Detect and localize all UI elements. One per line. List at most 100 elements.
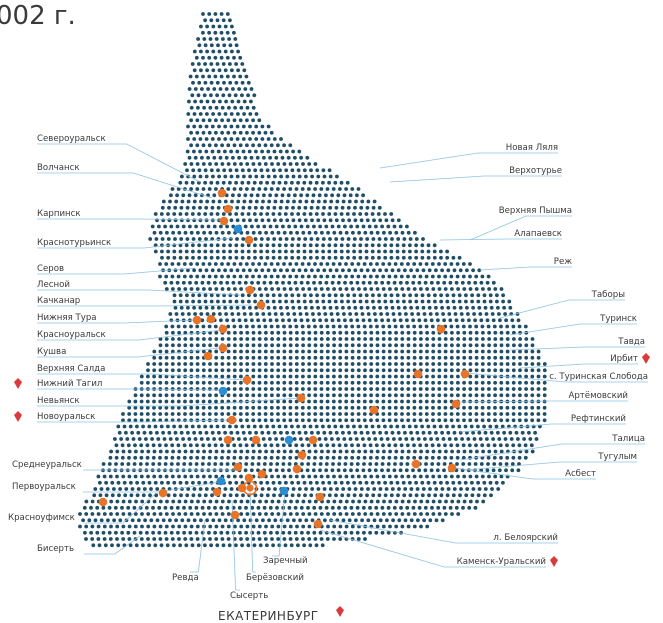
city-label[interactable]: Сысерть — [230, 591, 268, 601]
grid-dot — [307, 399, 311, 404]
capital-marker[interactable] — [242, 480, 258, 496]
city-marker[interactable] — [257, 469, 267, 479]
city-label[interactable]: Верхняя Пышма — [499, 206, 572, 216]
city-marker[interactable] — [447, 463, 457, 473]
city-label[interactable]: Каменск-Уральский — [457, 557, 546, 567]
city-marker[interactable] — [242, 375, 252, 385]
city-marker[interactable] — [227, 415, 237, 425]
grid-dot — [166, 424, 170, 429]
city-marker[interactable] — [292, 464, 302, 474]
city-label[interactable]: Ревда — [172, 573, 199, 583]
city-label[interactable]: Верхотурье — [509, 166, 562, 176]
city-marker[interactable] — [245, 285, 255, 295]
city-label[interactable]: Тугулым — [597, 452, 637, 462]
city-label[interactable]: Талица — [611, 434, 645, 444]
city-label[interactable]: Нижняя Тура — [37, 313, 97, 323]
city-marker[interactable] — [212, 487, 222, 497]
city-label[interactable]: Первоуральск — [12, 482, 76, 492]
city-marker[interactable] — [436, 324, 446, 334]
city-label[interactable]: Верхняя Салда — [37, 364, 105, 374]
capital-label[interactable]: ЕКАТЕРИНБУРГ — [218, 609, 319, 623]
city-marker[interactable] — [244, 235, 254, 245]
city-marker[interactable] — [98, 497, 108, 507]
city-marker[interactable] — [460, 369, 470, 379]
city-label[interactable]: л. Белоярский — [493, 533, 558, 543]
grid-dot — [301, 355, 305, 360]
grid-dot — [406, 524, 411, 529]
city-label[interactable]: Заречный — [263, 556, 308, 566]
city-label[interactable]: Нижний Тагил — [37, 379, 102, 389]
city-marker[interactable] — [223, 435, 233, 445]
grid-dot — [431, 380, 435, 385]
city-label[interactable]: Карпинск — [37, 209, 81, 219]
grid-dot — [338, 524, 343, 529]
city-label[interactable]: Среднеуральск — [12, 460, 82, 470]
city-label[interactable]: Серов — [37, 264, 64, 274]
city-marker[interactable] — [244, 473, 254, 483]
grid-dot — [427, 305, 432, 310]
grid-dot — [107, 505, 112, 510]
city-label[interactable]: Волчанск — [37, 163, 80, 173]
city-marker[interactable] — [230, 510, 240, 520]
city-marker[interactable] — [233, 462, 243, 472]
grid-dot — [352, 293, 357, 298]
city-marker-blue[interactable] — [279, 486, 289, 496]
city-label[interactable]: Берёзовский — [246, 573, 304, 583]
grid-dot — [434, 487, 439, 491]
city-marker[interactable] — [297, 450, 307, 460]
city-label[interactable]: Артёмовский — [568, 391, 628, 401]
grid-dot — [116, 543, 121, 548]
city-label[interactable]: Краснотурьинск — [37, 238, 111, 248]
city-marker[interactable] — [158, 488, 168, 498]
city-label[interactable]: Туринск — [599, 314, 637, 324]
city-label[interactable]: Красноуральск — [37, 330, 106, 340]
city-marker[interactable] — [313, 519, 323, 529]
grid-dot — [394, 368, 398, 373]
city-label[interactable]: Лесной — [37, 280, 70, 290]
grid-dot — [468, 412, 473, 416]
city-marker[interactable] — [218, 324, 228, 334]
city-marker[interactable] — [206, 314, 216, 324]
city-marker[interactable] — [223, 204, 233, 214]
city-marker-blue[interactable] — [233, 224, 243, 234]
city-label[interactable]: Тавда — [617, 337, 645, 347]
grid-dot — [139, 474, 144, 479]
city-marker[interactable] — [203, 351, 213, 361]
city-marker[interactable] — [308, 435, 318, 445]
city-label[interactable]: Таборы — [591, 290, 626, 300]
city-marker-blue[interactable] — [284, 435, 294, 445]
city-marker[interactable] — [315, 492, 325, 502]
city-marker[interactable] — [192, 315, 202, 325]
city-label[interactable]: Кушва — [37, 347, 66, 357]
city-marker[interactable] — [413, 369, 423, 379]
city-marker[interactable] — [256, 300, 266, 310]
city-label[interactable]: Реж — [554, 257, 572, 267]
city-label[interactable]: Асбест — [565, 469, 596, 479]
city-label[interactable]: Качканар — [37, 296, 80, 306]
city-marker[interactable] — [218, 343, 228, 353]
city-label[interactable]: с. Туринская Слобода — [549, 372, 648, 382]
city-marker[interactable] — [411, 459, 421, 469]
city-marker[interactable] — [451, 399, 461, 409]
city-marker[interactable] — [251, 435, 261, 445]
city-marker-blue[interactable] — [218, 386, 228, 396]
city-label[interactable]: Ирбит — [610, 354, 638, 364]
city-marker[interactable] — [217, 188, 227, 198]
city-label[interactable]: Красноуфимск — [8, 513, 75, 523]
city-label[interactable]: Новоуральск — [37, 412, 95, 422]
city-label[interactable]: Новая Ляля — [506, 143, 558, 153]
city-label[interactable]: Алапаевск — [514, 229, 562, 239]
grid-dot — [220, 455, 224, 460]
grid-dot — [425, 499, 430, 504]
city-marker[interactable] — [296, 393, 306, 403]
city-label[interactable]: Североуральск — [37, 134, 106, 144]
city-marker[interactable] — [369, 405, 379, 415]
grid-dot — [149, 487, 153, 491]
city-label[interactable]: Невьянск — [37, 396, 80, 406]
grid-dot — [523, 443, 528, 448]
city-marker-blue[interactable] — [216, 476, 226, 486]
city-marker[interactable] — [219, 216, 229, 226]
city-label[interactable]: Бисерть — [37, 544, 74, 554]
city-label[interactable]: Рефтинский — [571, 414, 626, 424]
grid-dot — [97, 543, 102, 548]
